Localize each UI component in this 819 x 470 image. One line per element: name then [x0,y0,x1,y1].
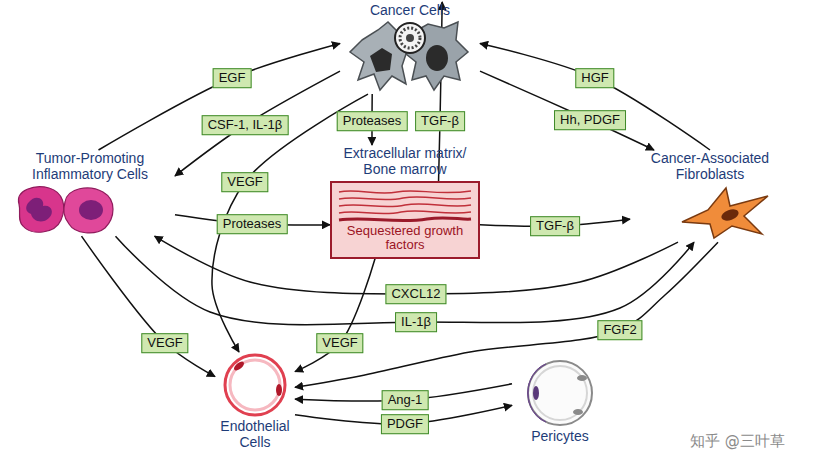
matrix-node: Extracellular matrix/ Bone marrow Seques… [330,145,480,259]
signal-arrow [480,43,710,150]
signal-label: VEGF [316,333,363,353]
node-title: Pericytes [531,428,589,444]
fibroblast-cell [682,188,768,238]
signal-label: PDGF [381,414,429,434]
endothelial-vessel-illustration [215,352,295,418]
endothelial-cells-node: Endothelial Cells [215,352,295,450]
cancer-cells-illustration [340,18,480,94]
node-title: Tumor-Promoting Inflammatory Cells [5,150,175,182]
inflammatory-cells-illustration [5,182,175,236]
matrix-panel: Sequestered growth factors [330,181,480,259]
node-title: Cancer Cells [370,2,450,18]
signal-label: Proteases [337,111,408,131]
vessel [225,355,285,415]
signal-arrow [175,71,340,176]
fibroblasts-node: Cancer-Associated Fibroblasts [630,150,790,242]
connector-group [82,2,719,424]
matrix-fibres [337,186,473,224]
signal-label: TGF-β [530,216,580,236]
watermark: 知乎 @三叶草 [690,432,785,451]
signal-label: Proteases [217,214,288,234]
signal-arrow [295,259,375,372]
matrix-fibre [339,191,471,214]
signal-label: CXCL12 [385,284,446,304]
signal-label: Ang-1 [382,390,429,410]
signal-label: HGF [575,68,614,88]
signal-label: TGF-β [415,111,465,131]
node-title: Cancer-Associated Fibroblasts [630,150,790,182]
inflammatory-cell [64,188,113,233]
signal-label: Hh, PDGF [554,110,626,130]
inflammatory-cells-node: Tumor-Promoting Inflammatory Cells [5,150,175,236]
signal-label: FGF2 [597,320,642,340]
matrix-band [339,218,471,221]
signal-arrow [99,43,341,150]
signal-label: VEGF [221,172,268,192]
signal-label: IL-1β [395,312,437,332]
pericyte-vessel [528,361,592,425]
signal-label: CSF-1, IL-1β [202,115,289,135]
signal-label: EGF [213,68,252,88]
inner-text: Sequestered growth factors [336,224,474,253]
inflammatory-cell [18,187,63,232]
fibroblast-illustration [630,182,790,242]
node-title: Extracellular matrix/ Bone marrow [330,145,480,177]
signal-arrow [480,71,654,150]
signal-arrow [295,242,718,387]
node-title: Endothelial Cells [215,418,295,450]
pericytes-node: Pericytes [512,358,608,444]
signal-label: VEGF [141,333,188,353]
cancer-nucleus [395,23,425,53]
signal-arrow [82,236,216,376]
cancer-cells-node: Cancer Cells [340,2,480,94]
pericyte-illustration [512,358,608,428]
